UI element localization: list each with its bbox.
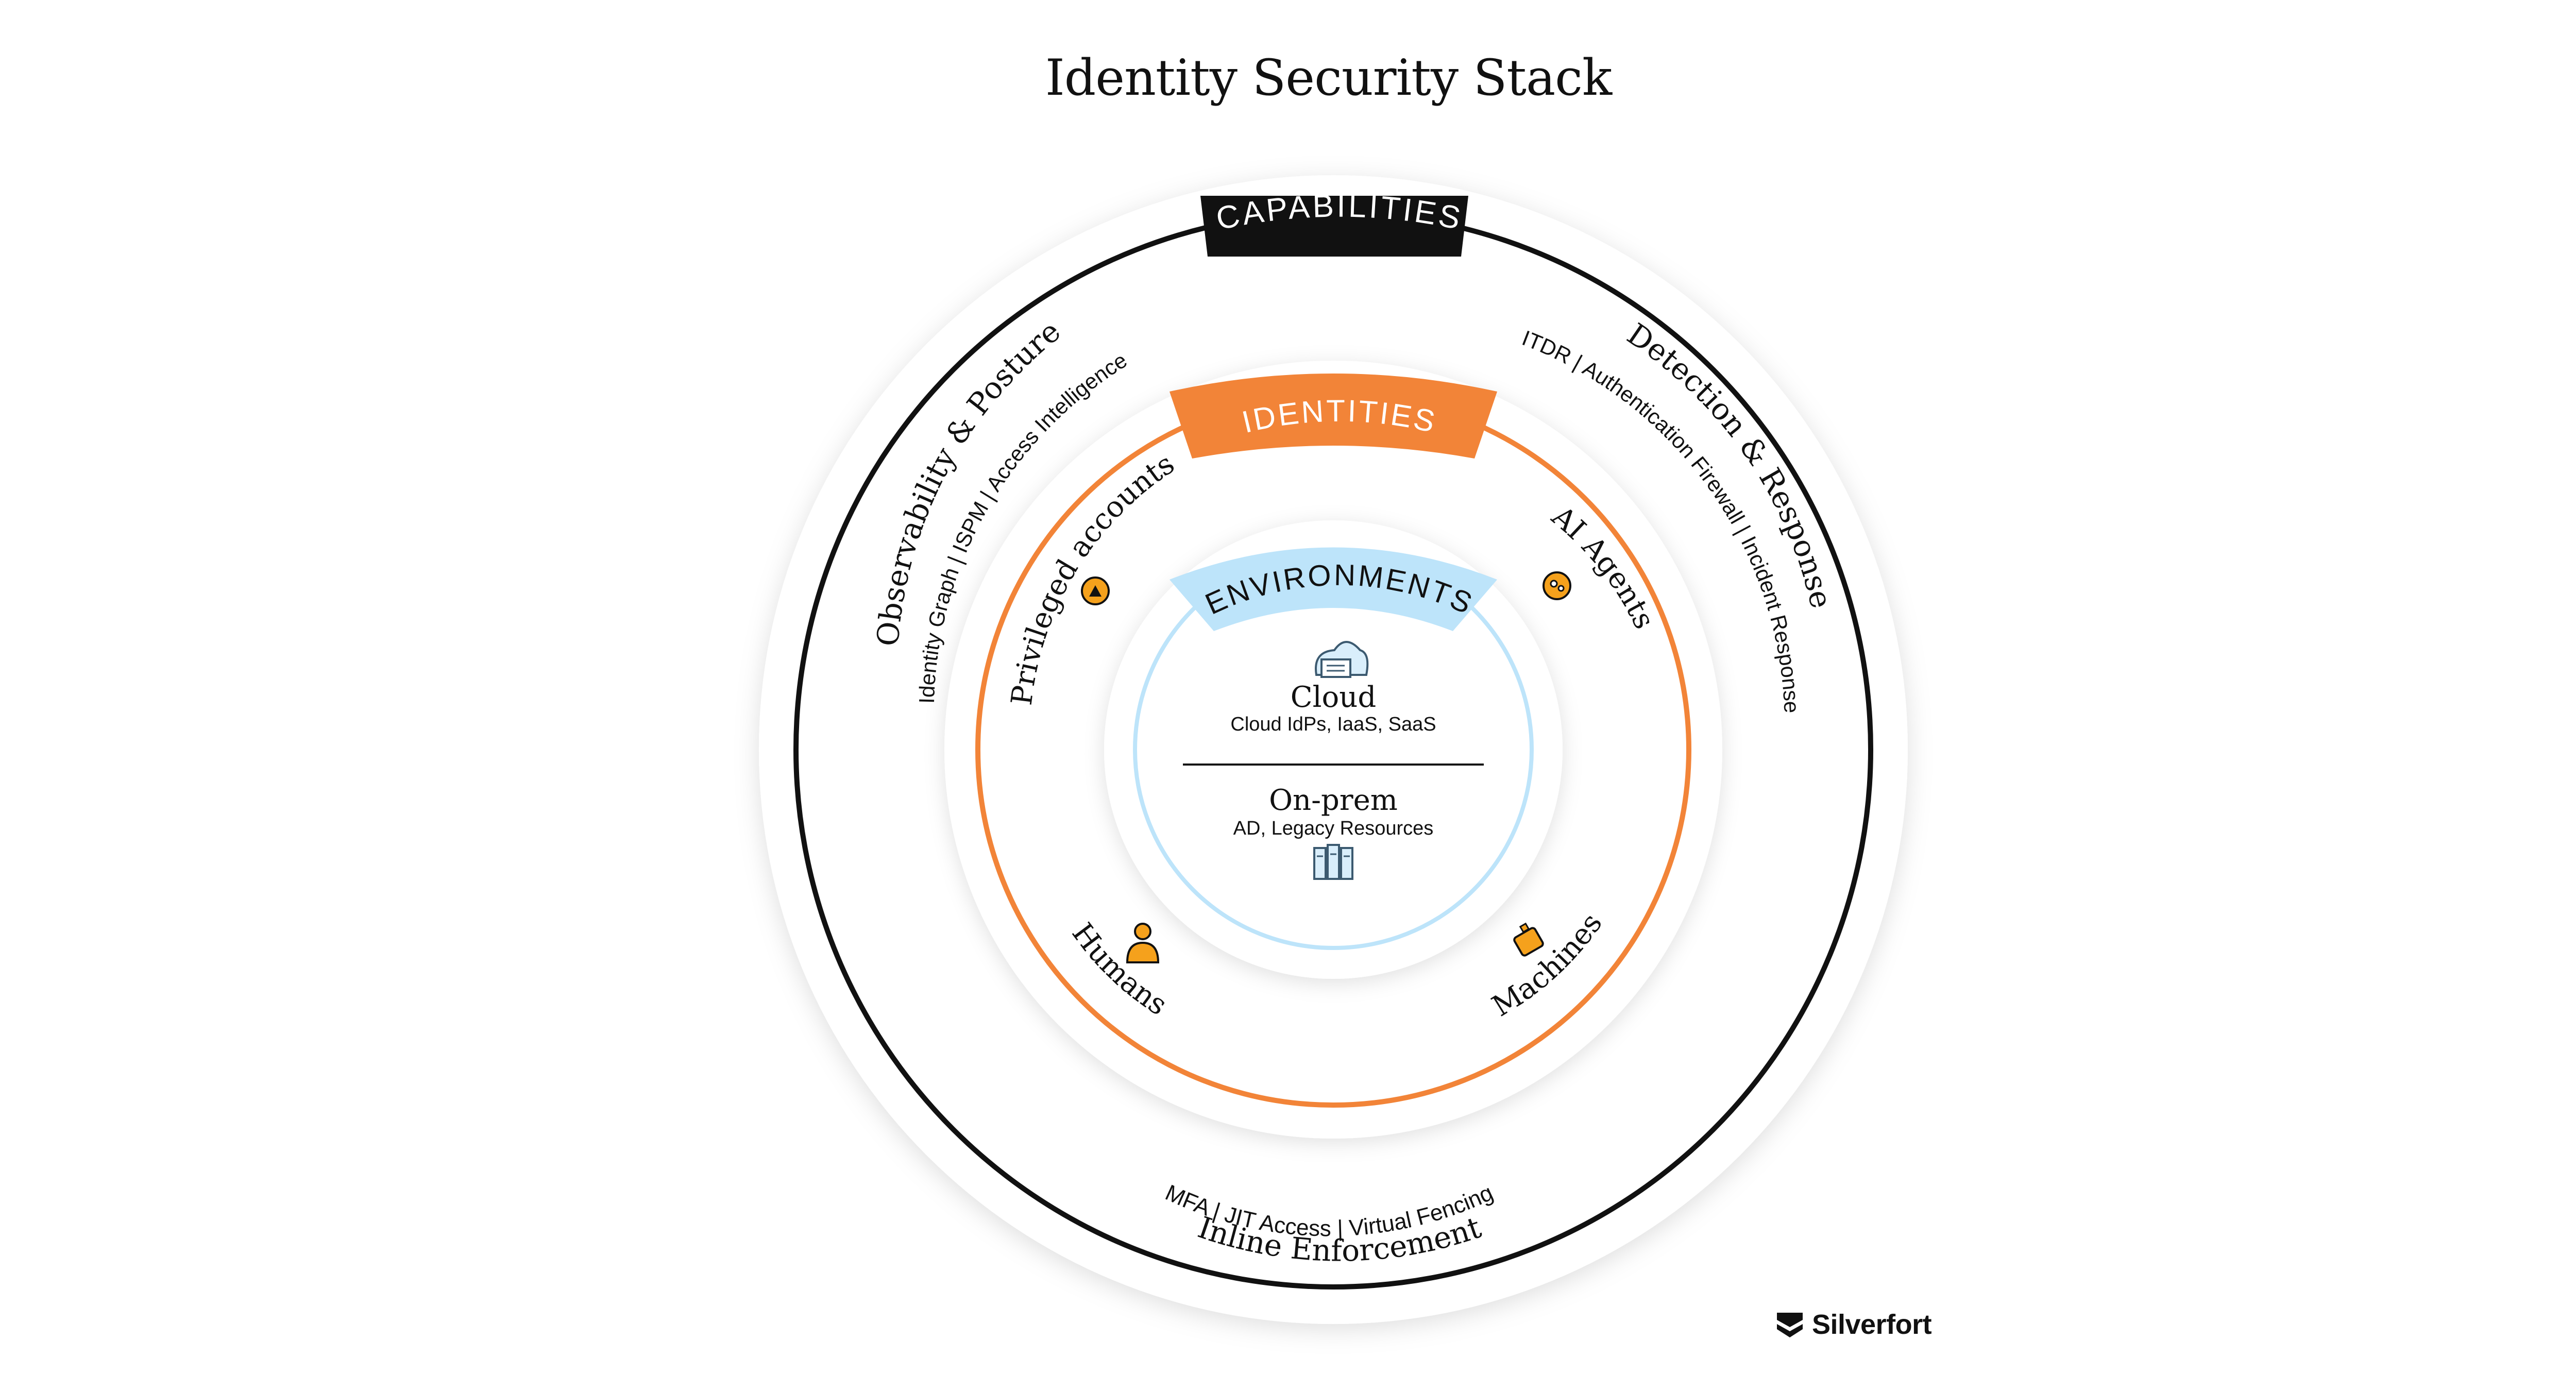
server-icon bbox=[1313, 844, 1353, 880]
cloud-icon bbox=[1315, 641, 1369, 678]
environments-badge bbox=[1170, 547, 1497, 631]
page-title: Identity Security Stack bbox=[1045, 49, 1612, 107]
cloud-title: Cloud bbox=[1291, 681, 1376, 714]
identities-badge bbox=[1170, 374, 1497, 459]
machine-icon bbox=[1513, 922, 1544, 957]
silverfort-wordmark: Silverfort bbox=[1812, 1309, 1932, 1340]
onprem-subtitle: AD, Legacy Resources bbox=[1233, 818, 1434, 839]
privileged-account-icon bbox=[1081, 576, 1110, 605]
human-icon bbox=[1126, 923, 1160, 963]
environments-disc bbox=[1104, 520, 1563, 979]
silverfort-logo-icon bbox=[1777, 1313, 1803, 1337]
silverfort-logo: Silverfort bbox=[1775, 1309, 1932, 1341]
ai-agent-icon bbox=[1543, 571, 1571, 600]
cloud-subtitle: Cloud IdPs, IaaS, SaaS bbox=[1230, 714, 1436, 735]
capabilities-badge bbox=[1200, 196, 1468, 257]
onprem-title: On-prem bbox=[1269, 784, 1398, 817]
